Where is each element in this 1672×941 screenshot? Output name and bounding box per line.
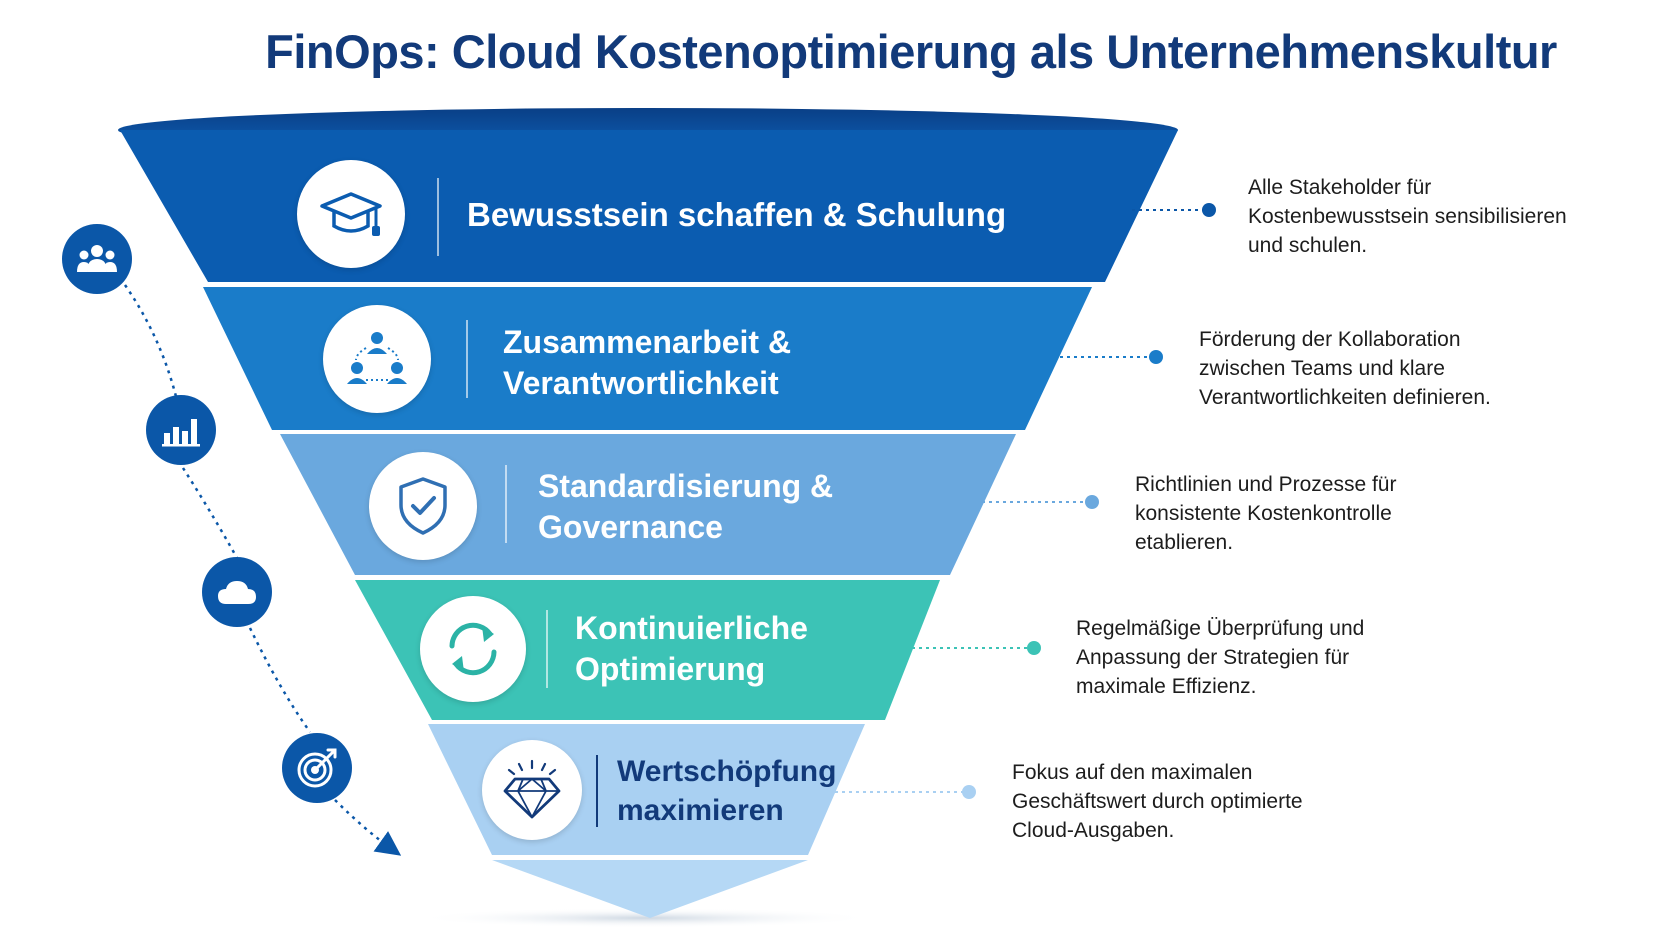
people-icon xyxy=(62,224,132,294)
connector-dot-5 xyxy=(962,785,976,799)
page-title: FinOps: Cloud Kostenoptimierung als Unte… xyxy=(265,25,1557,78)
side-path-3 xyxy=(248,627,312,733)
funnel-tip xyxy=(492,860,808,918)
diamond-icon xyxy=(482,740,582,840)
stage-description-3: Richtlinien und Prozesse für konsistente… xyxy=(1135,473,1397,554)
cloud-icon xyxy=(202,557,272,627)
side-path-2 xyxy=(181,467,239,559)
connector-dot-4 xyxy=(1027,641,1041,655)
stage-divider-1 xyxy=(437,178,439,256)
connector-dot-2 xyxy=(1149,350,1163,364)
stage-label-standardisierung: Standardisierung & Governance xyxy=(538,468,834,545)
target-icon xyxy=(282,733,352,803)
shield-check-icon xyxy=(369,452,477,560)
side-path-arrow xyxy=(334,799,402,856)
stage-divider-4 xyxy=(546,610,548,688)
funnel-shadow xyxy=(415,908,875,928)
stage-description-5: Fokus auf den maximalen Geschäftswert du… xyxy=(1012,761,1303,842)
connector-dot-3 xyxy=(1085,495,1099,509)
stage-label-wertschoepfung: Wertschöpfung maximieren xyxy=(617,755,837,827)
stage-label-bewusstsein: Bewusstsein schaffen & Schulung xyxy=(467,196,1007,233)
bar-chart-icon xyxy=(146,395,216,465)
team-network-icon xyxy=(323,305,431,413)
stage-label-optimierung: Kontinuierliche Optimierung xyxy=(575,610,808,687)
refresh-cycle-icon xyxy=(420,596,526,702)
stage-label-zusammenarbeit: Zusammenarbeit & Verantwortlichkeit xyxy=(503,324,792,401)
stage-band-2 xyxy=(203,287,1092,430)
graduation-cap-icon xyxy=(297,160,405,268)
connector-dot-1 xyxy=(1202,203,1216,217)
stage-divider-3 xyxy=(505,465,507,543)
stage-description-1: Alle Stakeholder für Kostenbewusstsein s… xyxy=(1248,176,1567,257)
stage-divider-5 xyxy=(596,755,598,827)
stage-description-2: Förderung der Kollaboration zwischen Tea… xyxy=(1199,328,1491,409)
stage-divider-2 xyxy=(466,320,468,398)
stage-description-4: Regelmäßige Überprüfung und Anpassung de… xyxy=(1076,617,1365,698)
